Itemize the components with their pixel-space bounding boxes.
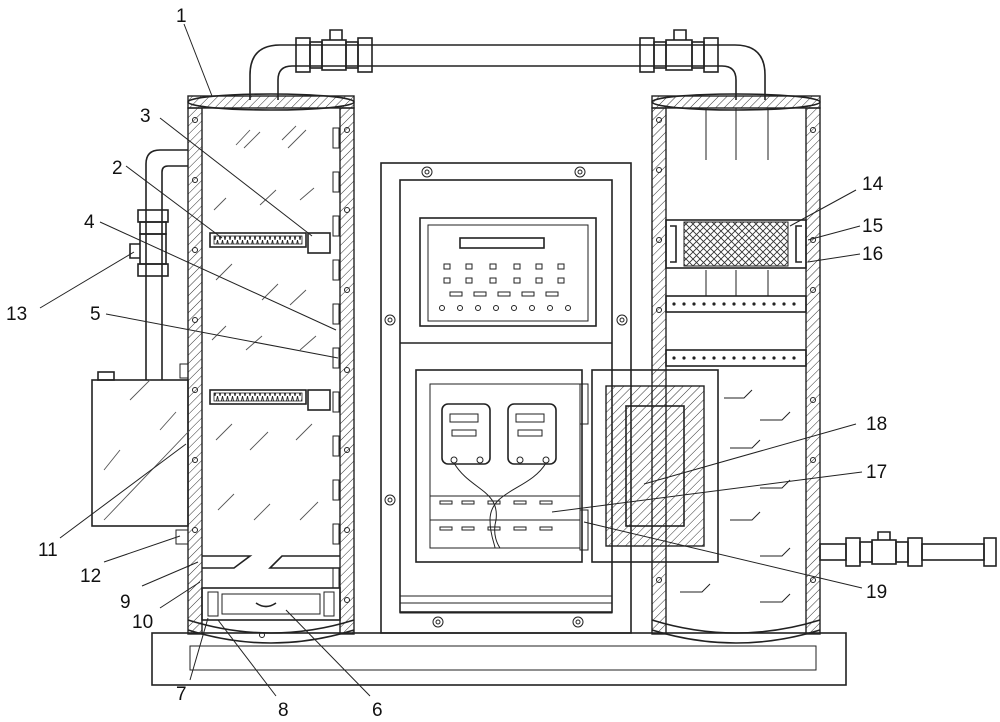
- left-baffle: [202, 555, 253, 569]
- callout-3: 3: [140, 106, 151, 127]
- callout-5: 5: [90, 304, 101, 325]
- left-column-bolts: [192, 117, 350, 638]
- inner-slot-strip: [332, 127, 340, 589]
- right-meter: [507, 403, 557, 465]
- drawer-handle-icon: [255, 602, 277, 608]
- callout-8: 8: [278, 700, 289, 721]
- callout-1: 1: [176, 6, 187, 27]
- instrument-compartment: [415, 369, 583, 563]
- glass-reflection-lines: [211, 125, 319, 521]
- left-column-top-lid: [187, 95, 355, 109]
- control-panel: [419, 217, 597, 327]
- callout-11: 11: [38, 540, 58, 561]
- callout-6: 6: [372, 700, 383, 721]
- callout-10: 10: [132, 612, 153, 633]
- callout-13: 13: [6, 304, 27, 325]
- left-column: [187, 93, 355, 644]
- top-right-valve: [639, 29, 719, 73]
- leader-lines: [39, 23, 863, 697]
- callout-9: 9: [120, 592, 131, 613]
- top-fin-lines: [705, 108, 769, 296]
- right-baffle: [268, 555, 340, 569]
- callout-17: 17: [866, 462, 887, 483]
- right-column-bolts: [656, 117, 816, 583]
- callout-16: 16: [862, 244, 883, 265]
- callout-12: 12: [80, 566, 101, 587]
- callout-15: 15: [862, 216, 883, 237]
- callout-labels: 1 2 3 4 5 6 7 8 9 10 11 12 13 14 15 16 1…: [6, 6, 887, 721]
- side-inlet-pipe: [129, 149, 189, 380]
- callout-19: 19: [866, 582, 887, 603]
- perforated-plate-upper: [665, 295, 807, 313]
- outlet-pipe: [819, 531, 997, 567]
- filter-cartridge: [665, 219, 807, 269]
- right-column: [651, 93, 997, 644]
- collection-drawer: [201, 587, 341, 621]
- callout-14: 14: [862, 174, 884, 195]
- cabinet-screws: [384, 166, 628, 628]
- right-column-top-lid: [651, 95, 821, 109]
- cabinet-door-hinges: [579, 383, 589, 551]
- top-pipe: [249, 29, 766, 100]
- callout-2: 2: [112, 158, 123, 179]
- meter-cable-left: [453, 462, 501, 549]
- display-screen: [459, 237, 545, 249]
- callout-4: 4: [84, 212, 95, 233]
- lower-chamber-strokes: [680, 389, 791, 603]
- left-meter: [441, 403, 491, 465]
- upper-heater-bar: [209, 232, 331, 254]
- callout-7: 7: [176, 684, 187, 705]
- lower-heater-bar: [209, 389, 331, 411]
- control-buttons: [439, 263, 571, 311]
- top-left-valve: [295, 29, 373, 73]
- control-cabinet: [380, 162, 719, 634]
- collection-tank: [91, 371, 191, 545]
- base-platform: [151, 632, 847, 686]
- meter-cable-right: [489, 462, 547, 549]
- callout-18: 18: [866, 414, 887, 435]
- perforated-plate-lower: [665, 349, 807, 367]
